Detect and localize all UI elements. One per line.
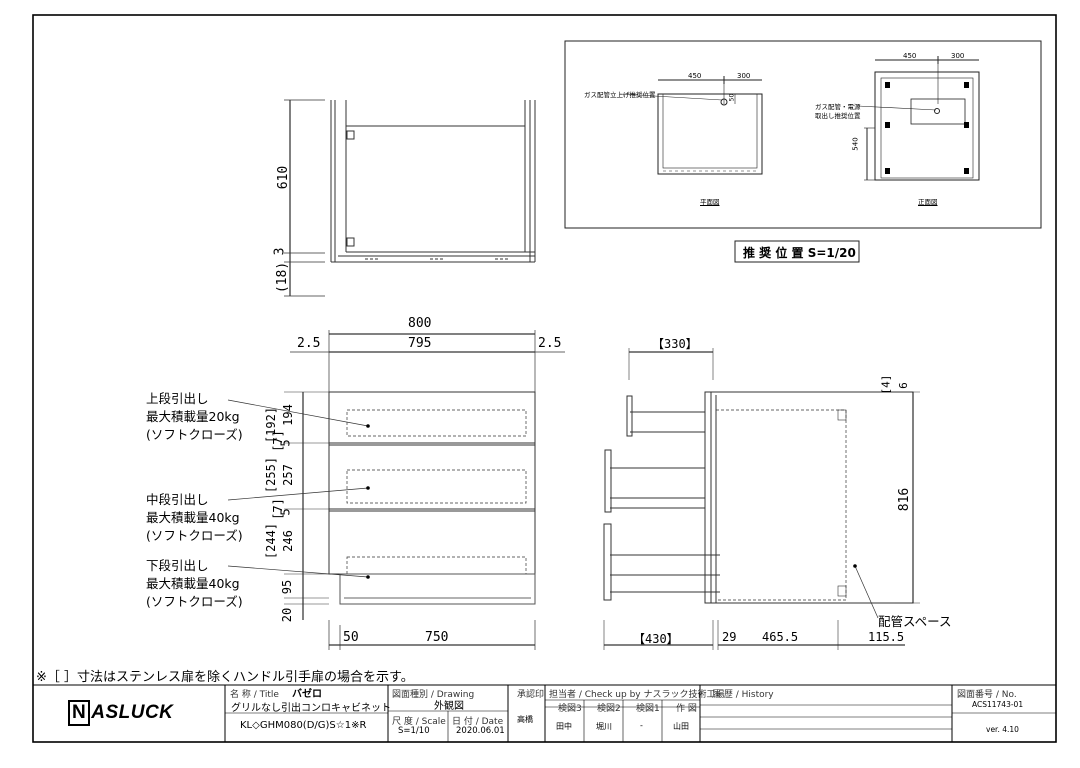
logo-text: ASLUCK (91, 702, 174, 723)
dim-top-bottom: (18) (275, 261, 291, 294)
pipe-space-dot (853, 564, 857, 568)
dim-top-gap: 3 (272, 247, 288, 256)
callout-lower-close: (ソフトクローズ) (146, 594, 243, 609)
drawing-type: 外観図 (434, 701, 464, 712)
plan-view-label: 平面図 (700, 198, 720, 206)
check-h1: 検図3 (558, 704, 582, 714)
front-view (227, 330, 565, 650)
dim-gap-upper-alt: [7] (270, 430, 285, 452)
front-view-label: 正面図 (918, 198, 938, 206)
recommended-box (564, 40, 1042, 229)
recommended-title: 推 奨 位 置 S=1/20 (743, 246, 856, 260)
title-block (33, 684, 1056, 742)
approve-caption: 承認印 (517, 690, 545, 700)
callout-middle-close: (ソフトクローズ) (146, 528, 243, 543)
title-caption: 名 称 / Title (230, 690, 279, 700)
dim-middle-height-alt: [255] (264, 456, 279, 494)
callout-upper-title: 上段引出し (146, 391, 209, 406)
front-w1: 450 (903, 52, 917, 60)
model-number: KL◇GHM080(D/G)S☆1※R (240, 720, 367, 731)
plan-dim: 50 (728, 93, 736, 102)
callout-lower-title: 下段引出し (146, 558, 209, 573)
dim-middle-height: 257 (280, 464, 295, 486)
recommended-dots (885, 82, 969, 174)
dim-gap-middle-alt: [7] (270, 498, 285, 520)
check-h2: 検図2 (597, 704, 621, 714)
number-caption: 図面番号 / No. (957, 690, 1017, 700)
front-h: 540 (851, 137, 860, 151)
callout-upper-close: (ソフトクローズ) (146, 427, 243, 442)
dim-side-depth-bottom: 【430】 (633, 632, 679, 646)
dim-side-left: 2.5 (297, 336, 321, 351)
front-label-2: 取出し推奨位置 (815, 112, 861, 120)
check-v3: - (640, 721, 643, 730)
history-caption: 履 歴 / History (712, 690, 774, 700)
front-label-1: ガス配管・電源 (815, 103, 861, 111)
date-caption: 日 付 / Date (452, 717, 504, 727)
check-caption: 担当者 / Check up by ナスラック技術工場 (549, 690, 725, 700)
callout-middle-load: 最大積載量40kg (146, 510, 240, 525)
plan-label: ガス配管立上げ推奨位置 (584, 91, 656, 99)
dim-upper-height: 194 (280, 404, 295, 426)
dim-lower-height: 246 (280, 530, 295, 552)
side-view (603, 348, 920, 650)
logo-mark: N (68, 700, 91, 726)
callout-upper: 上段引出し 最大積載量20kg (ソフトクローズ) (146, 390, 243, 444)
dim-overall-width: 800 (408, 316, 432, 331)
dim-bottom-width: 750 (425, 630, 449, 645)
recommended-title-box (734, 240, 860, 263)
top-view (284, 99, 536, 297)
dim-inner-width: 795 (408, 336, 432, 351)
dim-bottom-left: 50 (343, 630, 359, 645)
dim-side-b2: 465.5 (762, 630, 799, 644)
dim-side-height: 816 (897, 487, 913, 512)
dim-side-depth-top: 【330】 (652, 337, 698, 351)
plan-w2: 300 (737, 72, 751, 80)
dim-base-height: 95 (280, 579, 295, 595)
date-value: 2020.06.01 (456, 726, 505, 736)
check-v2: 堀川 (596, 722, 612, 731)
dim-side-b1: 29 (722, 630, 737, 644)
front-dots (366, 424, 370, 579)
dim-side-right: 2.5 (538, 336, 562, 351)
drawing-number: ACS11743-01 (972, 700, 1024, 709)
plan-w1: 450 (688, 72, 702, 80)
callout-lower: 下段引出し 最大積載量40kg (ソフトクローズ) (146, 557, 243, 611)
drawing-caption: 図面種別 / Drawing (392, 690, 475, 700)
scale-caption: 尺 度 / Scale (392, 717, 446, 727)
approver: 高橋 (517, 715, 533, 724)
callout-pipe-space: 配管スペース (878, 614, 952, 629)
check-v1: 田中 (556, 722, 572, 731)
dim-side-b3: 115.5 (868, 630, 905, 644)
check-h3: 検図1 (636, 704, 660, 714)
front-w2: 300 (951, 52, 965, 60)
callout-lower-load: 最大積載量40kg (146, 576, 240, 591)
dim-top-height: 610 (276, 165, 292, 190)
dim-bottom-height: 20 (280, 607, 295, 623)
check-v4: 山田 (673, 722, 689, 731)
callout-middle-title: 中段引出し (146, 492, 209, 507)
dim-side-top: 6 (896, 382, 910, 389)
product-name: グリルなし引出コンロキャビネット (231, 703, 391, 714)
dim-lower-height-alt: [244] (264, 522, 279, 560)
callout-middle: 中段引出し 最大積載量40kg (ソフトクローズ) (146, 491, 243, 545)
version: ver. 4.10 (986, 725, 1019, 734)
callout-upper-load: 最大積載量20kg (146, 409, 240, 424)
scale-value: S=1/10 (398, 726, 430, 736)
bracket-note: ※［ ］寸法はステンレス扉を除くハンドル引手扉の場合を示す。 (36, 670, 414, 685)
check-h4: 作 図 (676, 704, 697, 714)
dim-side-top-alt: [4] (879, 374, 893, 395)
title-name: バゼロ (292, 689, 322, 700)
